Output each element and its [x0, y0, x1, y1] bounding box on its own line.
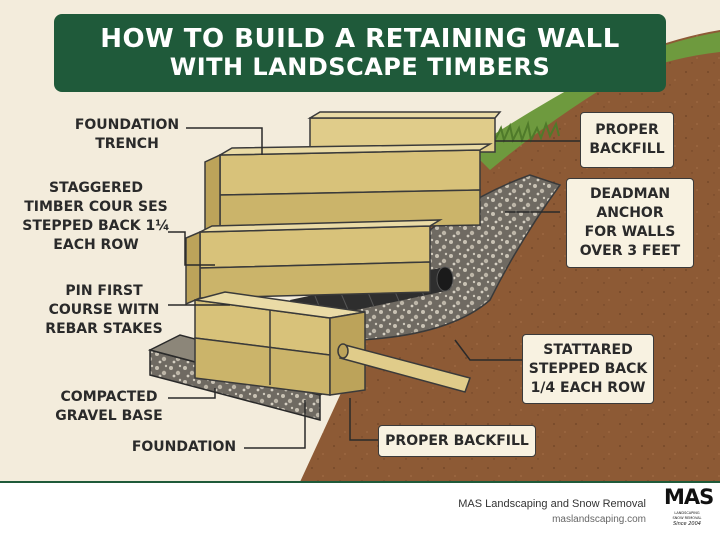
label-proper-backfill-bottom: PROPER BACKFILL [378, 425, 536, 457]
label-foundation: FOUNDATION [124, 438, 244, 457]
label-stattared-stepped-back: STATTARED STEPPED BACK 1/4 EACH ROW [522, 334, 654, 404]
logo-mark: MAS [664, 486, 710, 508]
label-proper-backfill-top: PROPER BACKFILL [580, 112, 674, 168]
footer-url: maslandscaping.com [552, 514, 646, 525]
timber-course-3 [186, 220, 440, 304]
title-line-1: HOW TO BUILD A RETAINING WALL [54, 25, 666, 53]
title-banner: HOW TO BUILD A RETAINING WALL WITH LANDS… [54, 14, 666, 92]
label-staggered-courses: STAGGERED TIMBER COUR SES STEPPED BACK 1… [20, 179, 172, 255]
label-deadman-anchor: DEADMAN ANCHOR FOR WALLS OVER 3 FEET [566, 178, 694, 268]
label-pin-first-course: PIN FIRST COURSE WITN REBAR STAKES [40, 282, 168, 339]
label-compacted-gravel: COMPACTED GRAVEL BASE [48, 388, 170, 426]
company-logo: MAS LANDSCAPING SNOW REMOVAL Since 2004 [664, 486, 710, 532]
footer-company: MAS Landscaping and Snow Removal [458, 498, 646, 510]
title-line-2: WITH LANDSCAPE TIMBERS [54, 53, 666, 81]
footer-rule [0, 481, 720, 483]
label-foundation-trench: FOUNDATION TRENCH [62, 116, 192, 154]
footer [0, 481, 720, 541]
